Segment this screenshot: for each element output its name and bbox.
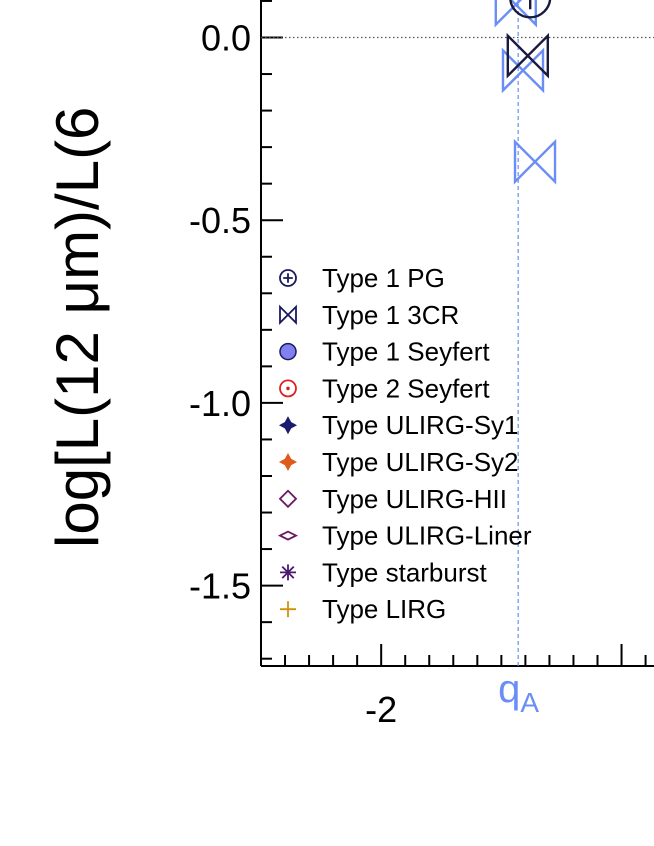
- y-axis-label: log[L(12 μm)/L(6: [44, 107, 111, 548]
- legend-entry: Type LIRG: [280, 594, 446, 624]
- data-point: [513, 138, 557, 185]
- y-tick-label: -1.0: [189, 383, 251, 424]
- star-marker: [278, 416, 298, 435]
- x-tick-label: -2: [365, 689, 397, 730]
- y-tick-label: 0.0: [201, 18, 251, 59]
- legend-label: Type 1 Seyfert: [322, 337, 490, 367]
- legend-entry: Type starburst: [280, 557, 488, 587]
- legend-entry: Type ULIRG-Sy1: [278, 410, 519, 440]
- reference-line-label-subscript: A: [520, 687, 539, 718]
- legend-label: Type ULIRG-HII: [322, 484, 507, 514]
- bowtie-marker: [279, 304, 297, 325]
- legend-entry: Type 1 PG: [279, 263, 445, 293]
- circle-plus-cross: [529, 0, 532, 10]
- bowtie-marker: [501, 47, 545, 94]
- circle-dot-center: [286, 386, 290, 391]
- filled-circle-marker: [279, 342, 297, 361]
- flat-diamond-marker: [277, 530, 299, 541]
- legend-entry: Type 2 Seyfert: [279, 373, 490, 403]
- asterisk-marker: [280, 564, 296, 581]
- bowtie-marker: [494, 0, 537, 28]
- data-point: [494, 0, 537, 28]
- legend-entry: Type ULIRG-HII: [278, 484, 507, 514]
- y-tick-label: -0.5: [189, 200, 251, 241]
- legend-entry: Type ULIRG-Sy2: [278, 447, 519, 477]
- legend-label: Type 1 3CR: [322, 300, 459, 330]
- reference-line-label: qA: [498, 667, 539, 718]
- data-point: [501, 47, 545, 94]
- axis-labels: log[L(12 μm)/L(6: [44, 107, 111, 548]
- star-marker: [278, 452, 298, 472]
- legend-label: Type ULIRG-Liner: [322, 521, 532, 551]
- plus-marker: [280, 601, 296, 618]
- legend-entry: Type 1 3CR: [279, 300, 459, 330]
- legend-label: Type LIRG: [322, 594, 446, 624]
- diamond-marker: [278, 489, 298, 509]
- legend-label: Type ULIRG-Sy1: [322, 410, 519, 440]
- circle-plus-marker: [509, 0, 552, 19]
- bowtie-marker: [513, 138, 557, 185]
- legend-label: Type ULIRG-Sy2: [322, 447, 519, 477]
- axes: 0.0 -0.5 -1.0 -1.5 -2: [189, 0, 654, 730]
- circle-dot-marker: [279, 379, 297, 398]
- circle-plus-marker: [279, 269, 297, 287]
- legend-label: Type 2 Seyfert: [322, 373, 490, 403]
- data-point: [509, 0, 552, 19]
- legend-label: Type starburst: [322, 557, 488, 587]
- legend-label: Type 1 PG: [322, 263, 445, 293]
- data-point: [506, 32, 550, 79]
- bowtie-marker: [506, 32, 550, 79]
- y-tick-label: -1.5: [189, 566, 251, 607]
- circle-plus-cross: [283, 273, 293, 283]
- legend-entry: Type ULIRG-Liner: [277, 521, 532, 551]
- data-points: [494, 0, 557, 185]
- legend-entry: Type 1 Seyfert: [279, 337, 490, 367]
